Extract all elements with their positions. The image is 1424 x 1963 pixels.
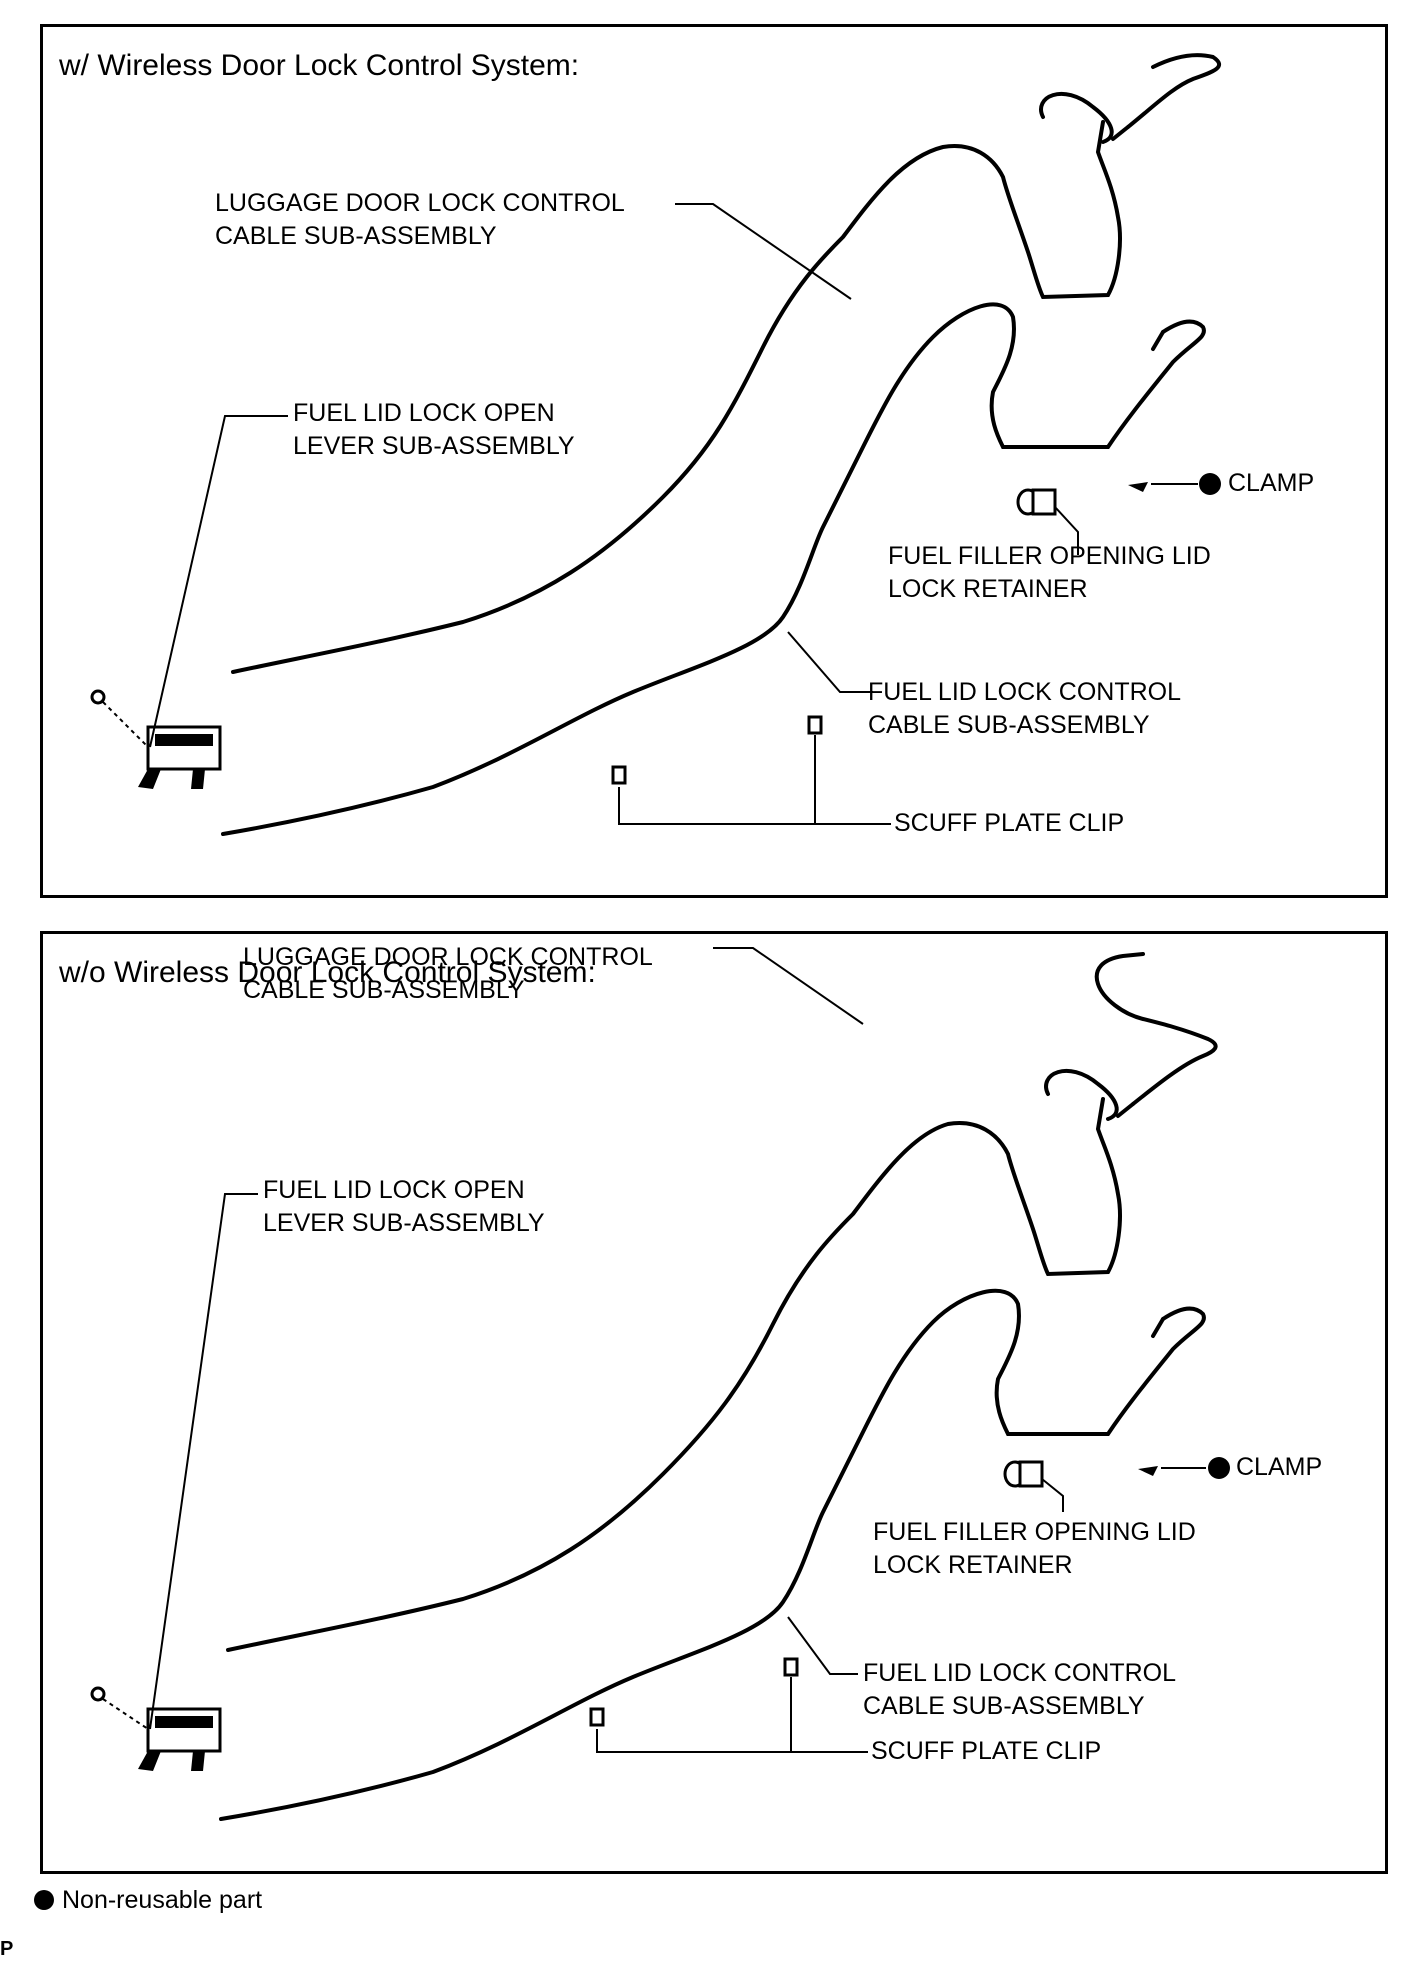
scuff-plate-clip-icon <box>611 715 823 785</box>
fuel-lid-lock-open-lever-icon <box>138 725 222 789</box>
legend-non-reusable-part: Non-reusable part <box>34 1886 262 1915</box>
label-fuel-lid-lock-open-lever: FUEL LID LOCK OPEN LEVER SUB-ASSEMBLY <box>293 399 575 460</box>
fuel-cable-end-tip <box>1151 330 1165 351</box>
label-clamp: CLAMP <box>1236 1453 1323 1481</box>
clip-icon <box>90 1686 106 1702</box>
diagram-panel-with-wireless: w/ Wireless Door Lock Control System: <box>40 24 1388 898</box>
luggage-door-lock-control-cable <box>231 120 1122 674</box>
luggage-cable-end <box>1094 952 1218 1106</box>
label-luggage-door-lock-cable: LUGGAGE DOOR LOCK CONTROL CABLE SUB-ASSE… <box>243 943 653 1004</box>
luggage-cable-end-stub <box>1111 125 1130 141</box>
legend-text: Non-reusable part <box>62 1886 263 1914</box>
label-fuel-lid-lock-control-cable: FUEL LID LOCK CONTROL CABLE SUB-ASSEMBLY <box>863 1659 1177 1720</box>
lock-retainer-icon <box>1016 488 1057 516</box>
fuel-lid-lock-control-cable <box>221 302 1206 836</box>
label-clamp: CLAMP <box>1228 469 1315 497</box>
fuel-lid-lock-open-lever-icon <box>138 1707 222 1771</box>
diagram-panel-without-wireless: w/o Wireless Door Lock Control System: <box>40 931 1388 1874</box>
label-fuel-filler-lock-retainer: FUEL FILLER OPENING LID LOCK RETAINER <box>888 542 1211 603</box>
corner-code: P <box>0 1938 14 1960</box>
clamp-icon <box>1138 1466 1158 1476</box>
label-luggage-door-lock-cable: LUGGAGE DOOR LOCK CONTROL CABLE SUB-ASSE… <box>215 189 625 250</box>
label-fuel-filler-lock-retainer: FUEL FILLER OPENING LID LOCK RETAINER <box>873 1518 1196 1579</box>
luggage-cable-loop <box>1039 91 1114 144</box>
clip-icon <box>90 689 106 705</box>
label-scuff-plate-clip: SCUFF PLATE CLIP <box>894 809 1125 837</box>
panel-title: w/o Wireless Door Lock Control System: <box>59 956 596 989</box>
parts-illustration <box>90 947 1230 1821</box>
non-reusable-mark-icon <box>1208 1457 1230 1479</box>
fuel-cable-end-tip <box>1151 1317 1165 1338</box>
clamp-icon <box>1128 482 1148 492</box>
panel-title: w/ Wireless Door Lock Control System: <box>59 49 580 82</box>
luggage-cable-end-stub <box>1116 1102 1135 1118</box>
non-reusable-mark-icon <box>1199 473 1221 495</box>
fuel-lid-lock-control-cable <box>219 1288 1206 1821</box>
non-reusable-mark-icon <box>34 1890 54 1910</box>
parts-illustration <box>90 53 1222 836</box>
luggage-door-lock-control-cable <box>226 1097 1122 1652</box>
luggage-cable-end <box>1126 53 1222 129</box>
label-fuel-lid-lock-control-cable: FUEL LID LOCK CONTROL CABLE SUB-ASSEMBLY <box>868 678 1182 739</box>
label-fuel-lid-lock-open-lever: FUEL LID LOCK OPEN LEVER SUB-ASSEMBLY <box>263 1176 545 1237</box>
scuff-plate-clip-icon <box>589 1657 799 1727</box>
luggage-cable-loop <box>1044 1068 1119 1121</box>
label-scuff-plate-clip: SCUFF PLATE CLIP <box>871 1737 1102 1765</box>
lock-retainer-icon <box>1003 1460 1044 1488</box>
